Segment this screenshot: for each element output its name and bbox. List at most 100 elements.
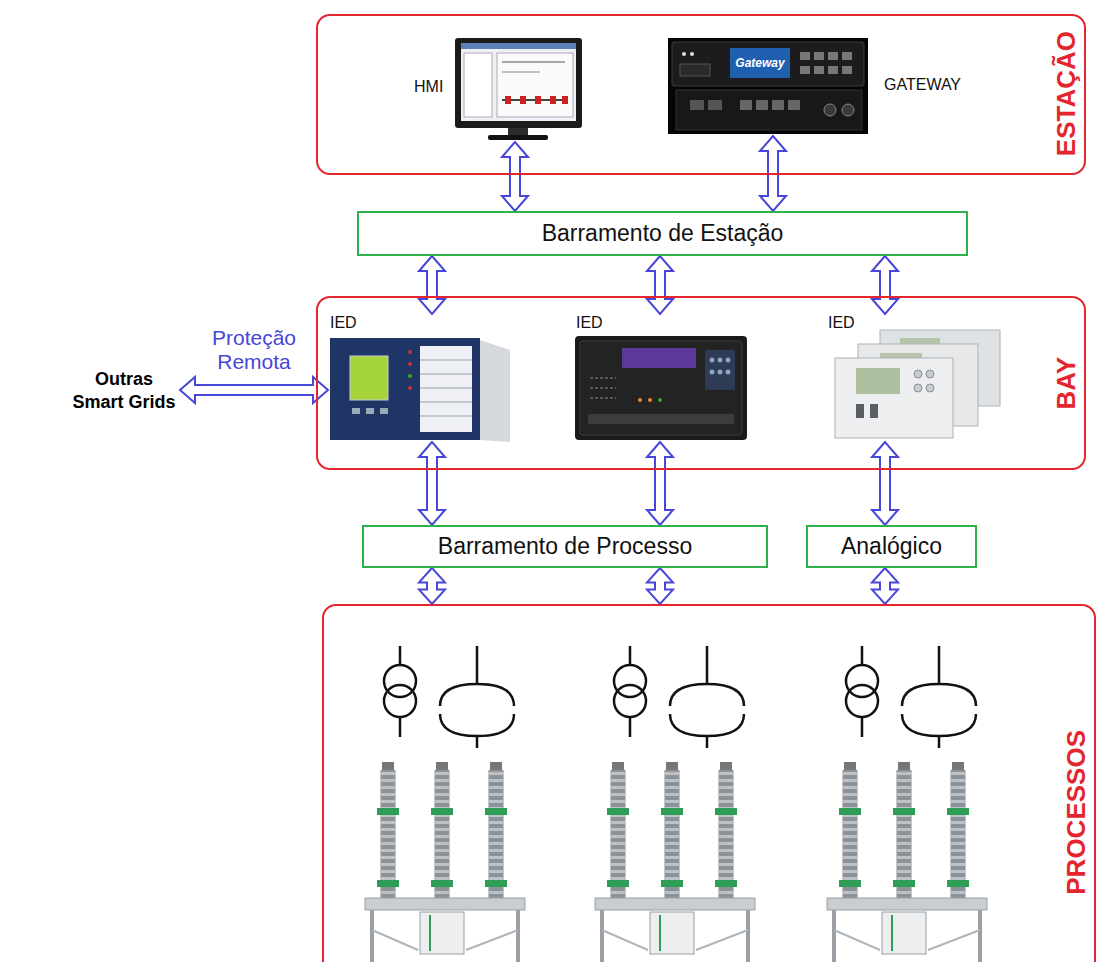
ied-relay-blue-part: [352, 408, 360, 414]
gateway-device-part: [676, 90, 862, 130]
ied-relay-grey: [835, 330, 1000, 438]
double-arrow: [872, 256, 898, 314]
double-arrow: [419, 568, 445, 604]
ied-relay-blue-part: [408, 386, 412, 390]
hmi-monitor: [455, 38, 582, 140]
ied-relay-grey-part: [856, 368, 900, 394]
hmi-monitor-part: [550, 96, 556, 104]
bus-label: Barramento de Estação: [542, 220, 784, 247]
process-bus: Barramento de Processo: [362, 525, 768, 568]
screen-label-holder: Gateway: [730, 48, 790, 78]
ied-relay-blue-part: [420, 416, 472, 417]
gateway-device-part: [828, 52, 838, 60]
ied-relay-black-part: [718, 370, 723, 375]
ied-relay-black-part: [648, 398, 652, 402]
station-region: ESTAÇÃOHMIGATEWAY: [316, 14, 1086, 175]
gateway-device-part: [690, 52, 694, 56]
double-arrow: [419, 256, 445, 314]
gateway-device-part: [682, 52, 686, 56]
ied-relay-grey-part: [856, 404, 864, 418]
ied-relay-black-part: [590, 398, 616, 399]
gateway-device-part: [740, 100, 752, 110]
double-arrow: [647, 256, 673, 314]
analog-bus: Analógico: [806, 525, 977, 568]
gateway-device-part: [668, 38, 868, 134]
ied-relay-black-part: [590, 378, 616, 379]
ied-relay-blue-part: [420, 346, 472, 432]
double-arrow: [872, 442, 898, 525]
ied-relay-grey-part: [870, 404, 878, 418]
hmi-monitor-part: [461, 43, 576, 121]
double-arrow: [502, 142, 528, 211]
ied-relay-black-part: [710, 358, 715, 363]
gateway-device: [668, 38, 868, 134]
ied-relay-blue-part: [408, 374, 412, 378]
gateway-device-part: [756, 100, 768, 110]
hmi-monitor-part: [535, 96, 541, 104]
gateway-device: GATEWAY: [666, 36, 976, 136]
device-label: IED: [576, 314, 603, 332]
hmi-monitor-part: [464, 53, 492, 117]
ied-device: IED: [572, 314, 752, 442]
ied-relay-blue-part: [380, 408, 388, 414]
double-arrow: [647, 568, 673, 604]
ied-relay-black-part: [638, 398, 642, 402]
ied-relay-black-part: [575, 336, 747, 440]
bay-region: BAYIEDIEDIED: [316, 296, 1086, 470]
gateway-device-part: [842, 66, 852, 74]
gateway-device-part: [672, 42, 864, 86]
process-region: PROCESSOS: [322, 604, 1096, 962]
gateway-device-part: [842, 52, 852, 60]
hmi-monitor-part: [562, 96, 568, 104]
ied-relay-blue-part: [480, 340, 510, 442]
ied-relay-blue-part: [408, 362, 412, 366]
ied-relay-blue-part: [408, 350, 412, 354]
edge-label: Proteção Remota: [199, 326, 309, 374]
ied-relay-grey-part: [914, 370, 922, 378]
gateway-device-part: [800, 66, 810, 74]
gateway-device-part: [772, 100, 784, 110]
device-screen-text: Gateway: [735, 56, 784, 70]
process-equipment-3: [827, 646, 987, 962]
device-label: GATEWAY: [884, 76, 961, 94]
gateway-device-part: [730, 48, 790, 78]
ied-relay-grey-part: [926, 384, 934, 392]
hmi-monitor-part: [505, 96, 511, 104]
ied-relay-black-part: [718, 358, 723, 363]
hmi-monitor-part: [508, 128, 528, 136]
hmi-monitor-part: [502, 72, 540, 73]
double-arrow: [872, 568, 898, 604]
ied-relay-black-part: [622, 348, 696, 368]
plain-label: Outras Smart Grids: [70, 368, 178, 413]
device-label: IED: [828, 314, 855, 332]
gateway-device-part: [842, 104, 854, 116]
device-label: HMI: [414, 78, 443, 96]
ied-relay-black-part: [705, 350, 735, 390]
ied-relay-blue-part: [420, 388, 472, 389]
ied-relay-black-part: [588, 414, 734, 424]
ied-relay-blue: [330, 338, 510, 442]
ied-relay-grey-part: [914, 384, 922, 392]
ied-relay-black: [575, 336, 747, 440]
bus-label: Barramento de Processo: [438, 533, 692, 560]
double-arrow: [647, 442, 673, 525]
hmi-monitor-part: [502, 62, 565, 63]
ied-device: IED: [828, 314, 1008, 442]
ied-relay-blue-part: [330, 338, 480, 440]
hmi-monitor-part: [520, 96, 526, 104]
hmi-monitor-part: [461, 43, 576, 49]
process-equipment-1: [365, 646, 525, 962]
bus-label: Analógico: [841, 533, 942, 560]
gateway-device-part: [828, 66, 838, 74]
hmi-monitor-part: [455, 38, 582, 128]
ied-relay-black-part: [580, 341, 742, 435]
gateway-device-part: [680, 64, 710, 76]
ied-relay-blue-part: [366, 408, 374, 414]
ied-relay-grey-part: [835, 358, 953, 438]
ied-relay-black-part: [726, 358, 731, 363]
gateway-device-part: [814, 66, 824, 74]
region-label: PROCESSOS: [1062, 730, 1091, 895]
gateway-device-part: [824, 104, 836, 116]
